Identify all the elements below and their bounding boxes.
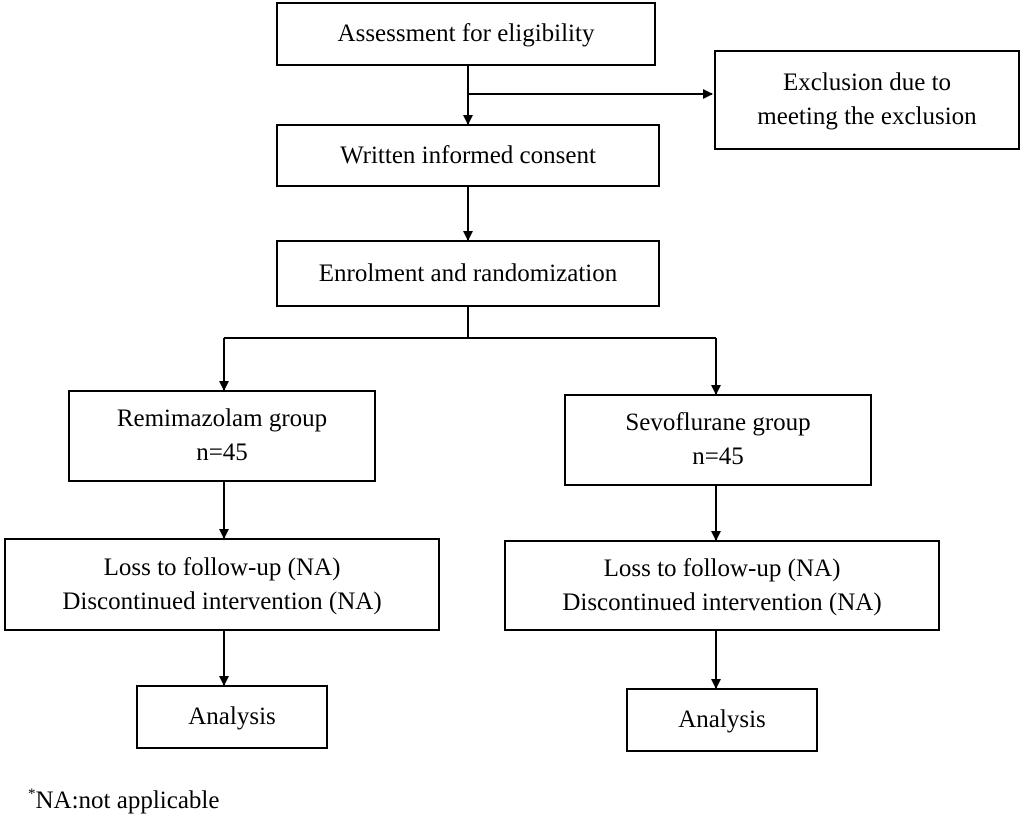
remimazolam-group-text-line-1: Remimazolam group	[116, 405, 328, 432]
remimazolam-analysis-text-line-1: Analysis	[188, 703, 276, 730]
assessment-box: Assessment for eligibility	[276, 2, 656, 66]
exclusion-text-line-2: meeting the exclusion	[757, 103, 977, 130]
sevoflurane-followup-text-line-2: Discontinued intervention (NA)	[562, 588, 882, 616]
sevoflurane-analysis-text-line-1: Analysis	[678, 706, 766, 733]
remimazolam-followup-box: Loss to follow-up (NA) Discontinued inte…	[4, 538, 440, 631]
sevoflurane-group-text-line-2: n=45	[692, 443, 744, 470]
sevoflurane-group-text-line-1: Sevoflurane group	[625, 409, 811, 436]
consent-box: Written informed consent	[276, 124, 660, 187]
footnote-marker: *	[28, 786, 36, 802]
sevoflurane-followup-text-line-1: Loss to follow-up (NA)	[603, 554, 841, 582]
footnote: *NA:not applicable	[28, 786, 219, 815]
remimazolam-followup-text-line-2: Discontinued intervention (NA)	[62, 587, 382, 615]
remimazolam-followup-text-line-1: Loss to follow-up (NA)	[103, 553, 341, 581]
enrolment-text-line-1: Enrolment and randomization	[318, 259, 618, 287]
enrolment-box: Enrolment and randomization	[276, 240, 660, 307]
remimazolam-group-box: Remimazolam group n=45	[68, 390, 376, 482]
remimazolam-group-text-line-2: n=45	[196, 439, 248, 466]
sevoflurane-followup-box: Loss to follow-up (NA) Discontinued inte…	[504, 540, 940, 631]
exclusion-box: Exclusion due to meeting the exclusion	[714, 50, 1020, 150]
sevoflurane-analysis-box: Analysis	[626, 688, 818, 752]
exclusion-text-line-1: Exclusion due to	[782, 69, 952, 96]
assessment-text-line-1: Assessment for eligibility	[337, 20, 595, 47]
footnote-text: NA:not applicable	[35, 787, 220, 814]
remimazolam-analysis-box: Analysis	[136, 685, 328, 749]
sevoflurane-group-box: Sevoflurane group n=45	[564, 394, 872, 486]
consent-text-line-1: Written informed consent	[340, 141, 596, 169]
